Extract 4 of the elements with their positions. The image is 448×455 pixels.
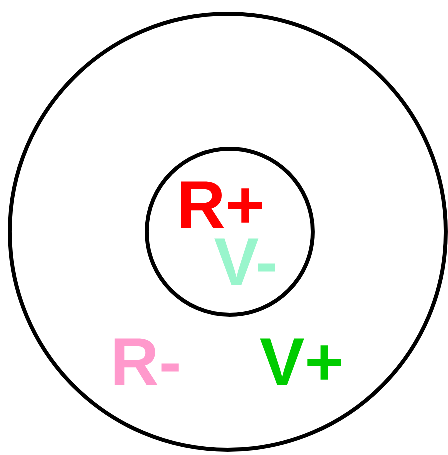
sign-label: V+ (260, 338, 342, 386)
sign-label: R- (114, 338, 179, 386)
sign-label: R+ (181, 182, 262, 228)
sign-label: V- (214, 238, 276, 286)
